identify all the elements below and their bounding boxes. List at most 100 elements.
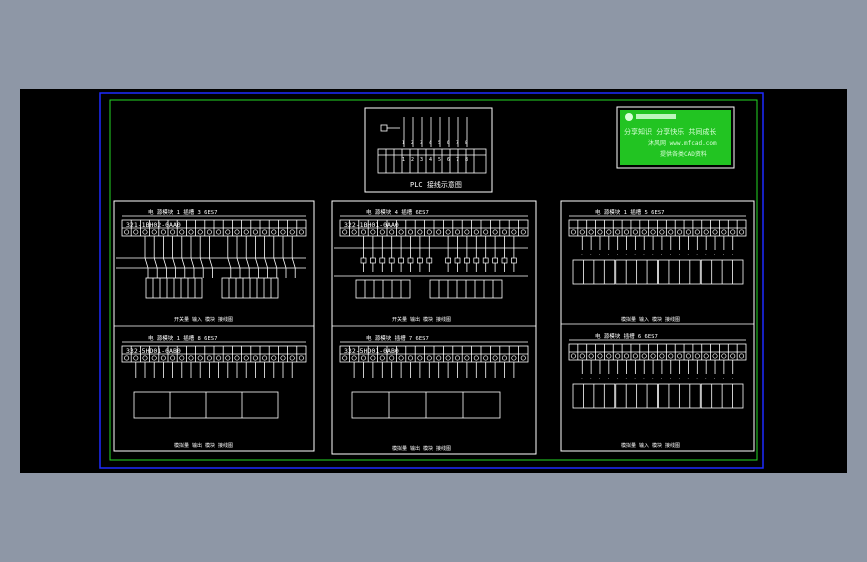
- relay-coil: [426, 257, 433, 264]
- terminal-screw: [588, 229, 594, 235]
- terminal-screw: [151, 229, 157, 235]
- switch-contact: [264, 257, 268, 269]
- terminal-screw: [252, 229, 258, 235]
- wire-mark: ·: [687, 252, 689, 257]
- terminal-screw: [124, 355, 130, 361]
- terminal-screw: [501, 229, 508, 235]
- terminal-screw: [623, 353, 630, 359]
- panel-header: 电 源模块 插槽 7 6ES7: [366, 334, 429, 342]
- wire-mark: ·: [660, 376, 662, 381]
- terminal-screw: [271, 355, 277, 361]
- relay-coil: [417, 257, 423, 264]
- plc-title: PLC 接线示意图: [410, 180, 462, 189]
- terminal-screw: [426, 229, 432, 235]
- plc-wire-label: 3: [420, 140, 423, 145]
- relay-coil: [398, 257, 404, 264]
- module-model: 332-5HD01-0AB0: [126, 347, 181, 355]
- group-mid: [331, 200, 537, 455]
- module-model: 321-1BH02-0AA0: [126, 221, 181, 229]
- panel-header: 电 源模块 1 插槽 3 6ES7: [148, 208, 217, 216]
- panel-footer: 开关量 输出 模块 接线图: [392, 316, 451, 323]
- relay-coil: [511, 257, 517, 264]
- relay-coil: [482, 257, 489, 264]
- terminal-screw: [579, 353, 585, 359]
- switch-contact: [291, 257, 296, 269]
- terminal-screw: [464, 355, 470, 361]
- plc-block-label: 3: [420, 157, 423, 163]
- switch-contact: [282, 257, 287, 269]
- terminal-screw: [206, 229, 212, 235]
- wire-mark: ·: [590, 376, 592, 381]
- wire-mark: ·: [669, 376, 671, 381]
- terminal-screw: [597, 229, 603, 235]
- terminal-screw: [370, 355, 376, 361]
- wire-mark: ·: [616, 376, 618, 381]
- terminal-screw: [206, 355, 212, 361]
- terminal-screw: [615, 229, 621, 235]
- switch-contact: [255, 257, 259, 269]
- switch-contact: [199, 257, 204, 269]
- plc-block-label: 5: [438, 157, 441, 163]
- terminal-screw: [597, 353, 603, 359]
- terminal-screw: [407, 355, 414, 361]
- switch-contact: [273, 257, 278, 269]
- terminal-screw: [632, 353, 638, 359]
- terminal-screw: [252, 355, 258, 361]
- terminal-screw: [197, 355, 203, 361]
- wire-mark: ·: [598, 252, 600, 257]
- switch-contact: [181, 257, 186, 269]
- wire-mark: ·: [714, 252, 716, 257]
- relay-coil: [501, 257, 508, 264]
- switch-contact: [144, 257, 149, 269]
- panel-header: 电 源模块 1 插槽 8 6ES7: [148, 334, 217, 342]
- panel-header: 电 源模块 插槽 6 6ES7: [595, 332, 658, 340]
- terminal-screw: [389, 229, 395, 235]
- terminal-screw: [473, 355, 479, 361]
- terminal-screw: [703, 229, 709, 235]
- plc-wire-label: 8: [465, 140, 468, 145]
- terminal-screw: [445, 229, 451, 235]
- terminal-screw: [160, 355, 166, 361]
- switch-contact: [153, 257, 158, 269]
- plc-block-label: 7: [456, 157, 459, 163]
- wire-mark: ·: [581, 252, 583, 257]
- terminal-screw: [179, 229, 185, 235]
- terminal-screw: [730, 229, 736, 235]
- terminal-screw: [520, 229, 526, 235]
- wire-mark: ·: [590, 252, 592, 257]
- terminal-screw: [179, 355, 185, 361]
- terminal-screw: [280, 229, 286, 235]
- terminal-screw: [426, 355, 432, 361]
- terminal-screw: [659, 353, 665, 359]
- logo-block: 分享知识 分享快乐 共同成长 沐风网 www.mfcad.com 提供各类CAD…: [616, 106, 735, 169]
- wire-mark: ·: [625, 376, 627, 381]
- terminal-screw: [188, 229, 194, 235]
- terminal-screw: [225, 355, 231, 361]
- terminal-screw: [650, 353, 656, 359]
- switch-contact: [236, 257, 241, 269]
- logo-icon: [625, 113, 633, 121]
- terminal-screw: [417, 355, 423, 361]
- wire-mark: ·: [607, 252, 609, 257]
- relay-coil: [407, 257, 414, 264]
- terminal-screw: [730, 353, 736, 359]
- switch-contact: [190, 257, 195, 269]
- wire-mark: ·: [643, 376, 645, 381]
- switch-contact: [227, 257, 232, 269]
- terminal-screw: [188, 355, 194, 361]
- panel-footer: 模拟量 输出 模块 接线图: [174, 442, 233, 449]
- terminal-screw: [454, 355, 461, 361]
- cad-viewport[interactable]: 分享知识 分享快乐 共同成长 沐风网 www.mfcad.com 提供各类CAD…: [20, 89, 847, 473]
- plc-wire-label: 7: [456, 140, 459, 145]
- terminal-screw: [389, 355, 395, 361]
- terminal-screw: [379, 229, 385, 235]
- terminal-screw: [501, 355, 508, 361]
- terminal-screw: [197, 229, 203, 235]
- wire-mark: ·: [722, 252, 724, 257]
- terminal-screw: [417, 229, 423, 235]
- plc-block-label: 2: [411, 157, 414, 163]
- terminal-screw: [142, 355, 148, 361]
- outer-frame: [99, 92, 764, 469]
